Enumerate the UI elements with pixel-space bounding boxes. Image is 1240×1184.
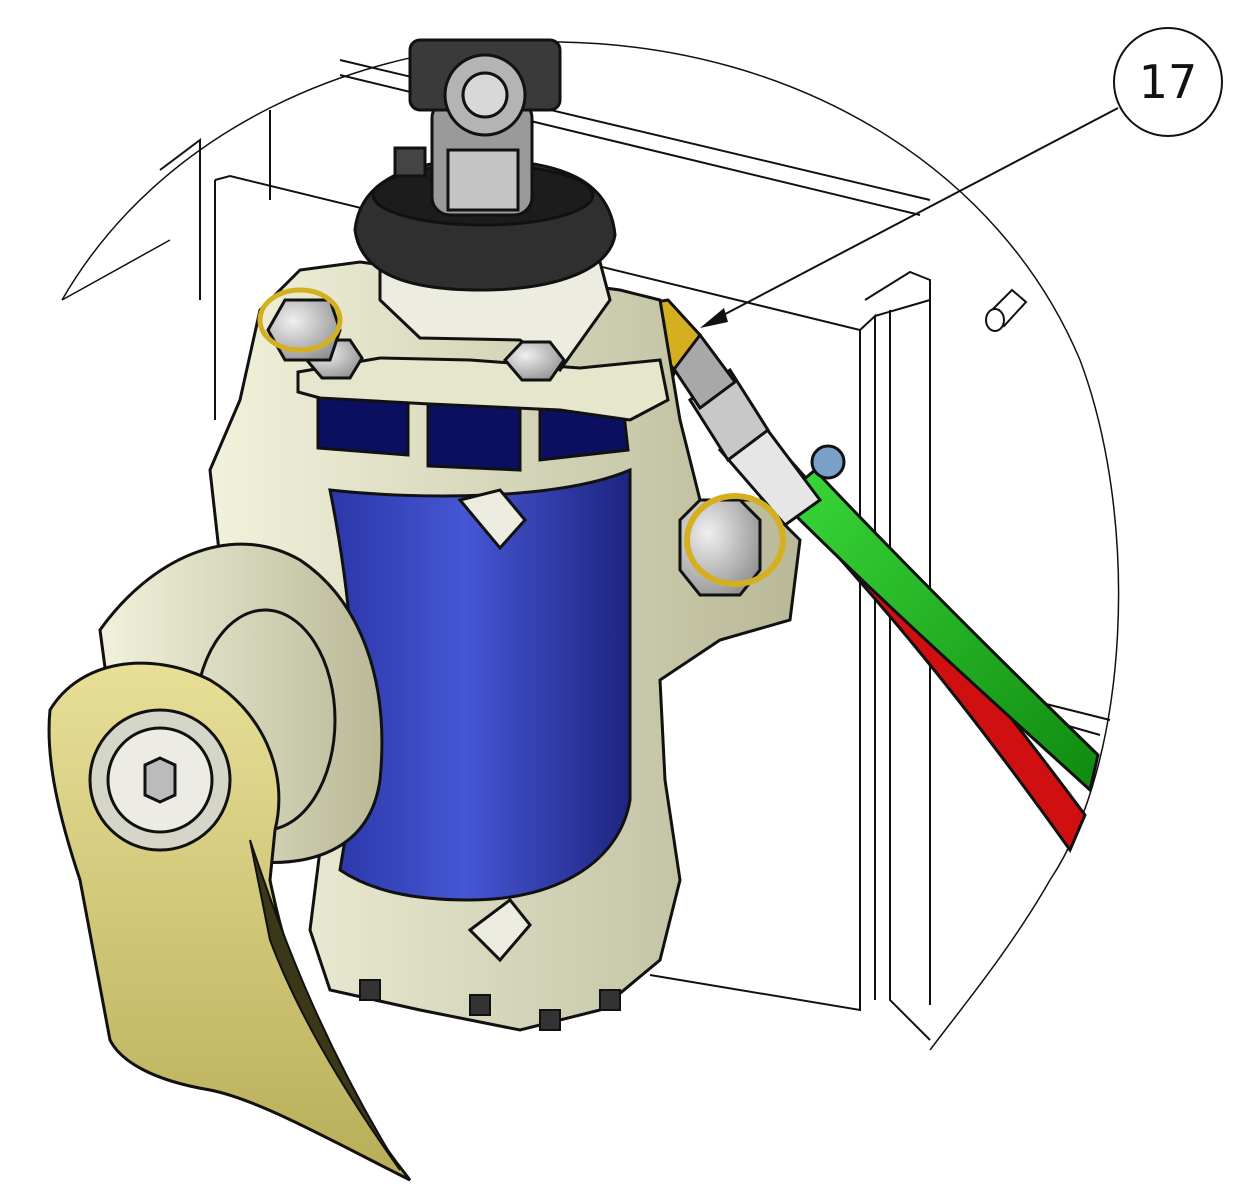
- green-hose: [777, 467, 1100, 793]
- balloon-circle: [1113, 27, 1223, 137]
- bottom-clip: [457, 488, 532, 963]
- bolt-head: [502, 340, 566, 382]
- bolt-washer: [257, 287, 343, 353]
- cap-bolts: [257, 287, 786, 597]
- detail-circle: [61, 41, 1120, 1051]
- pitman-arm-shadow: [249, 839, 401, 1171]
- detail-circle-left-tick: [61, 239, 171, 301]
- bolt-washer: [684, 493, 786, 587]
- steering-shaft: [393, 38, 562, 217]
- top-cap: [296, 356, 670, 422]
- balloon-label: 17: [1139, 55, 1198, 109]
- hose-fitting: [665, 332, 846, 528]
- balloon-callout: 17: [1113, 27, 1223, 137]
- arm-nut: [88, 708, 232, 852]
- bottom-bolts: [359, 979, 621, 1031]
- pin-detail: [985, 288, 1028, 332]
- leader-arrow: [700, 107, 1119, 328]
- dark-band: [316, 390, 630, 472]
